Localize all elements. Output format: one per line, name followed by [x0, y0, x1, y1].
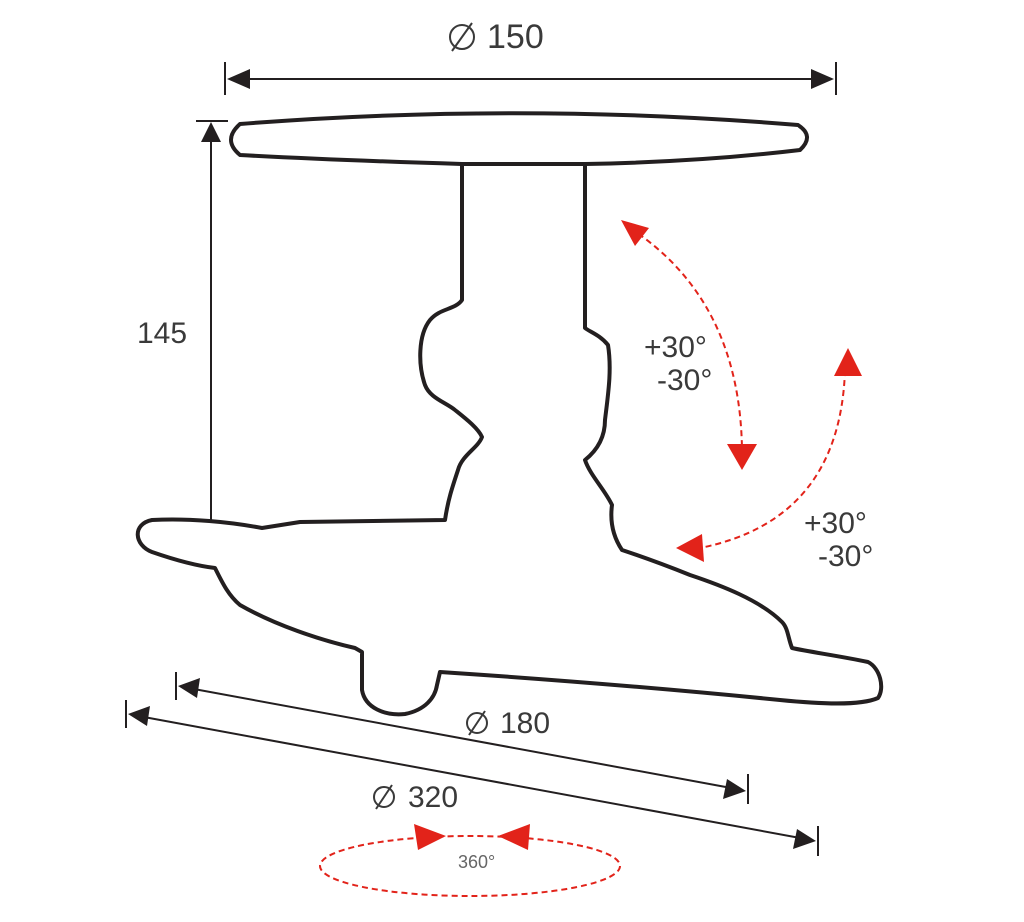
- height-top-arrow: [201, 122, 221, 142]
- top-diameter-dimension: 150: [224, 18, 837, 95]
- height-value: 145: [137, 317, 187, 350]
- outer-dim-left-arrow: [128, 706, 150, 726]
- inner-diameter-value: 180: [500, 707, 550, 740]
- height-dimension: 145: [137, 120, 228, 546]
- rotation-arrow-right: [414, 824, 446, 850]
- outer-diameter-value: 320: [408, 781, 458, 814]
- diameter-symbol-inner: [466, 710, 488, 736]
- inner-diameter-dimension: 180: [175, 672, 749, 804]
- diameter-symbol-top: [449, 22, 475, 52]
- upper-tilt-minus: -30°: [657, 364, 712, 397]
- outer-diameter-dimension: 320: [125, 700, 819, 856]
- outer-dim-right-arrow: [793, 829, 816, 849]
- inner-dim-right-arrow: [723, 779, 746, 799]
- lower-tilt-minus: -30°: [818, 540, 873, 573]
- upper-tilt-plus: +30°: [644, 331, 707, 364]
- lower-tilt-arrow-end: [676, 534, 704, 562]
- lower-tilt-indicator: +30° -30°: [676, 348, 873, 573]
- top-diameter-value: 150: [487, 18, 544, 56]
- top-dim-right-arrow: [811, 69, 834, 89]
- lower-tilt-plus: +30°: [804, 507, 867, 540]
- rotation-indicator: 360°: [319, 824, 621, 897]
- mount-body: [135, 111, 884, 717]
- inner-dim-left-arrow: [178, 678, 200, 698]
- upper-tilt-indicator: +30° -30°: [621, 220, 757, 470]
- diameter-symbol-outer: [373, 784, 395, 810]
- rotation-arrow-left: [498, 824, 530, 850]
- upper-tilt-arrow-end: [727, 444, 757, 470]
- column-and-base: [135, 162, 884, 717]
- upper-tilt-arrow-start: [621, 220, 649, 246]
- rotation-value: 360°: [458, 852, 495, 872]
- top-dim-left-arrow: [227, 69, 250, 89]
- top-plate: [229, 111, 809, 166]
- lower-tilt-arrow-start: [834, 348, 862, 376]
